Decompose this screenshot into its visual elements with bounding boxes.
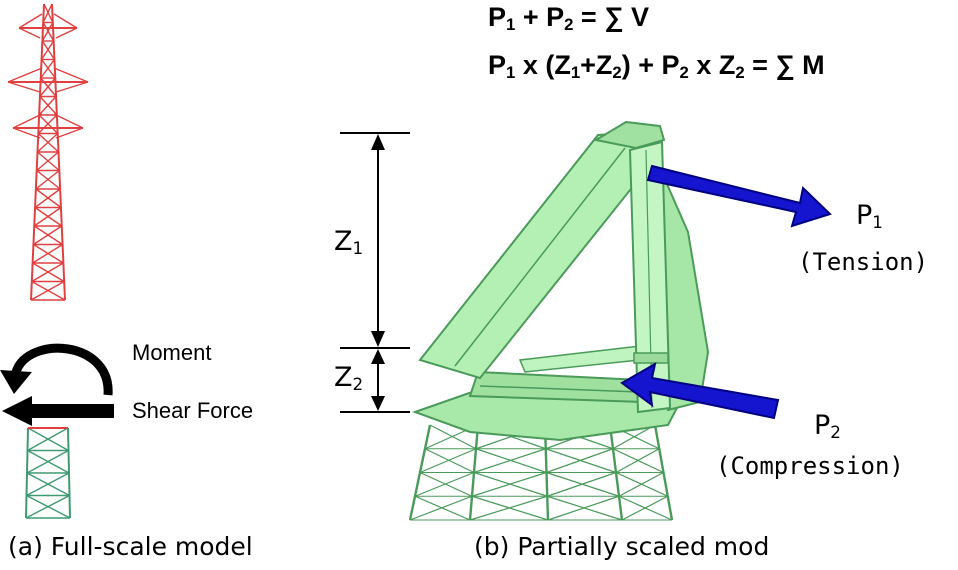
equilibrium-equation-vertical: P1 + P2 = ∑ V [488,2,649,35]
full-scale-tower-lower [25,427,71,519]
compression-arrow [620,362,780,420]
full-scale-tower-upper [7,3,89,301]
p2-compression-label: (Compression) [716,452,904,480]
tension-arrow [646,164,832,228]
model-support-lattice [408,424,674,521]
dimension-lines [340,132,410,413]
caption-partially-scaled: (b) Partially scaled mod [474,532,770,561]
partially-scaled-model [408,120,710,521]
model-inner-strut [518,345,641,373]
model-vertical-column [628,140,672,414]
caption-full-scale: (a) Full-scale model [8,532,253,561]
p1-tension-label: (Tension) [798,248,929,276]
shear-force-arrow [2,396,114,426]
model-top-cap [593,120,666,150]
p2-label: P2 [814,410,841,443]
equilibrium-equation-moment: P1 x (Z1+Z2) + P2 x Z2 = ∑ M [488,50,825,83]
shear-force-label: Shear Force [132,398,254,423]
z2-label: Z2 [334,362,364,395]
z1-label: Z1 [334,226,364,259]
p1-label: P1 [856,200,883,233]
moment-arrow [0,343,113,396]
moment-label: Moment [132,340,212,365]
